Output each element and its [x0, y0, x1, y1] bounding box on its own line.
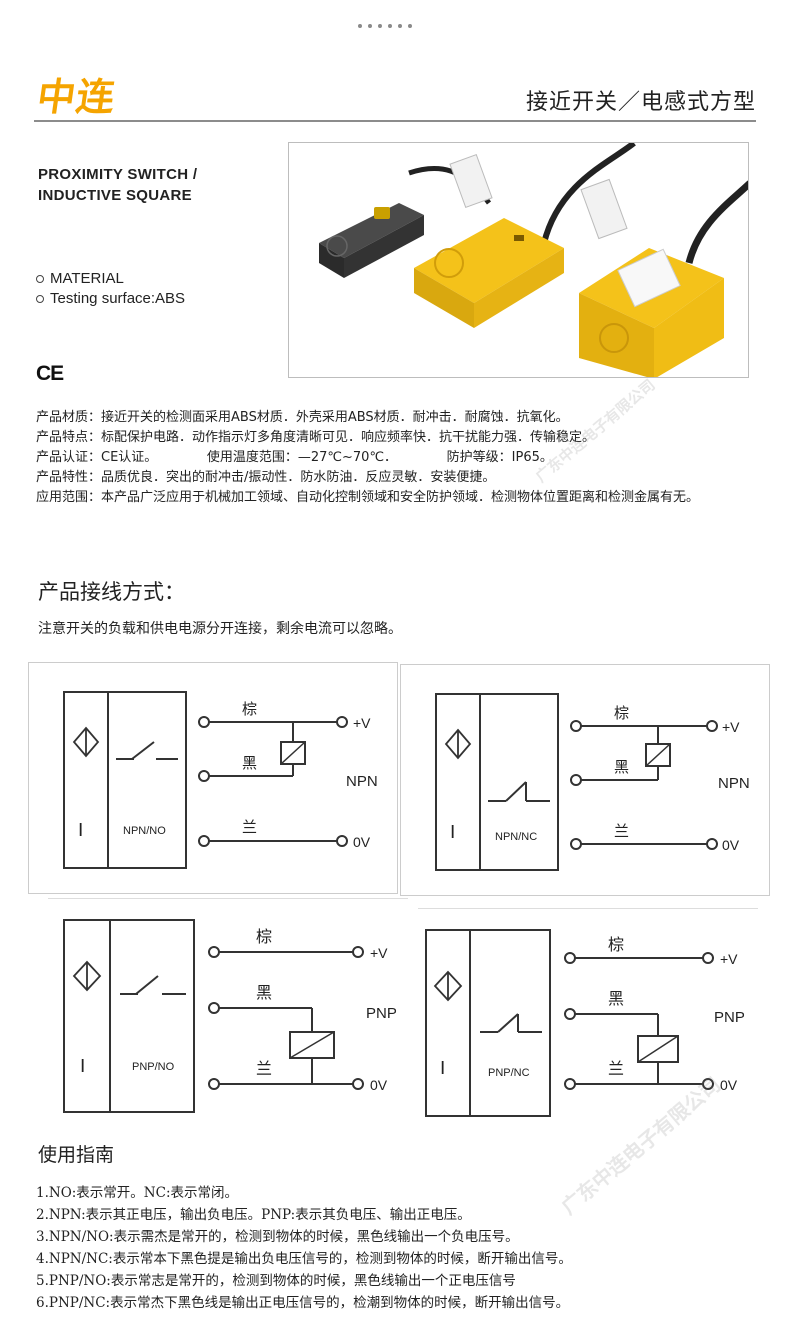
plus-v-label: +V — [722, 719, 740, 735]
wire-blue-label: 兰 — [256, 1059, 272, 1078]
brand-logo: 中连 — [34, 75, 119, 119]
spec-line-material: 产品材质：接近开关的检测面采用ABS材质．外壳采用ABS材质．耐冲击．耐腐蚀．抗… — [36, 410, 569, 425]
top-dots-decoration — [358, 24, 412, 28]
mode-label: PNP/NO — [132, 1061, 175, 1073]
wire-black-label: 黑 — [614, 758, 629, 776]
wire-black-label: 黑 — [256, 983, 272, 1002]
mode-label: PNP/NC — [488, 1067, 530, 1079]
mode-label: NPN/NC — [495, 831, 537, 843]
zero-v-label: 0V — [370, 1077, 388, 1093]
zero-v-label: 0V — [722, 837, 740, 853]
spec-line-features: 产品特点：标配保护电路．动作指示灯多角度清晰可见．响应频率快．抗干扰能力强．传输… — [36, 430, 596, 445]
guide-item: 1.NO:表示常开。NC:表示常闭。 — [36, 1185, 238, 1201]
wire-blue-label: 兰 — [242, 818, 257, 836]
zero-v-label: 0V — [353, 834, 371, 850]
mode-label: NPN/NO — [123, 825, 166, 837]
wire-black-label: 黑 — [242, 754, 257, 772]
wire-brown-label: 棕 — [256, 927, 272, 946]
wiring-diagram-npn-nc: I NPN/NC 棕 黑 兰 +V 0V NPN — [400, 664, 770, 896]
circle-bullet-icon — [36, 295, 44, 303]
guide-item: 2.NPN:表示其正电压，输出负电压。PNP:表示其负电压、输出正电压。 — [36, 1207, 471, 1223]
wiring-diagram-pnp-no: I PNP/NO 棕 黑 兰 +V 0V PNP — [48, 898, 408, 1113]
page-title: 接近开关／电感式方型 — [525, 90, 756, 115]
product-photo-illustration — [319, 143, 748, 377]
sensor-symbol: I — [450, 822, 455, 843]
plus-v-label: +V — [370, 945, 388, 961]
guide-item: 6.PNP/NC:表示常杰下黑色线是输出正电压信号的，检潮到物体的时候，断开输出… — [36, 1295, 570, 1311]
zero-v-label: 0V — [720, 1077, 738, 1093]
plus-v-label: +V — [353, 715, 371, 731]
guide-item: 5.PNP/NO:表示常志是常开的，检测到物体的时候，黑色线输出一个正电压信号 — [36, 1273, 516, 1289]
sensor-symbol: I — [440, 1058, 445, 1079]
wiring-diagram-npn-no: I NPN/NO 棕 黑 兰 +V 0V NPN — [28, 662, 398, 894]
material-item: MATERIAL — [36, 269, 185, 289]
spec-line-application: 应用范围：本产品广泛应用于机械加工领域、自动化控制领域和安全防护领域．检测物体位… — [36, 490, 700, 505]
wiring-note: 注意开关的负载和供电电源分开连接，剩余电流可以忽略。 — [38, 621, 402, 637]
header-divider — [34, 120, 756, 122]
sensor-symbol: I — [78, 820, 83, 841]
material-item: Testing surface:ABS — [36, 289, 185, 309]
plus-v-label: +V — [720, 951, 738, 967]
wire-brown-label: 棕 — [614, 704, 629, 722]
wire-black-label: 黑 — [608, 989, 624, 1008]
wire-blue-label: 兰 — [608, 1059, 624, 1078]
wiring-section-title: 产品接线方式： — [38, 580, 185, 604]
guide-item: 4.NPN/NC:表示常本下黑色提是输出负电压信号的，检测到物体的时候，断开输出… — [36, 1251, 572, 1267]
wiring-diagram-pnp-nc: I PNP/NC 棕 黑 兰 +V 0V PNP — [418, 908, 758, 1117]
material-item-label: Testing surface:ABS — [50, 290, 186, 307]
type-label: PNP — [366, 1005, 397, 1022]
wire-brown-label: 棕 — [608, 935, 624, 954]
product-english-title: PROXIMITY SWITCH / INDUCTIVE SQUARE — [38, 164, 197, 206]
material-item-label: MATERIAL — [50, 270, 124, 287]
product-specifications: 产品材质：接近开关的检测面采用ABS材质．外壳采用ABS材质．耐冲击．耐腐蚀．抗… — [36, 408, 756, 508]
usage-guide-list: 1.NO:表示常开。NC:表示常闭。 2.NPN:表示其正电压，输出负电压。PN… — [36, 1182, 572, 1314]
spec-line-characteristics: 产品特性：品质优良．突出的耐冲击/振动性．防水防油．反应灵敏．安装便捷。 — [36, 470, 496, 485]
sensor-symbol: I — [80, 1056, 85, 1077]
spec-line-certification: 产品认证：CE认证。 使用温度范围：—27℃~70℃． 防护等级：IP65。 — [36, 450, 553, 465]
guide-item: 3.NPN/NO:表示需杰是常开的，检测到物体的时候，黑色线输出一个负电压号。 — [36, 1229, 519, 1245]
circle-bullet-icon — [36, 275, 44, 283]
wire-blue-label: 兰 — [614, 822, 629, 840]
wire-brown-label: 棕 — [242, 700, 257, 718]
type-label: NPN — [718, 775, 750, 792]
product-english-title-line1: PROXIMITY SWITCH / — [38, 166, 198, 183]
type-label: PNP — [714, 1009, 745, 1026]
material-list: MATERIAL Testing surface:ABS — [36, 269, 185, 309]
product-photo — [288, 142, 749, 378]
ce-certification-mark: CE — [36, 362, 64, 385]
usage-guide-title: 使用指南 — [38, 1144, 115, 1166]
product-english-title-line2: INDUCTIVE SQUARE — [38, 187, 192, 204]
type-label: NPN — [346, 773, 378, 790]
